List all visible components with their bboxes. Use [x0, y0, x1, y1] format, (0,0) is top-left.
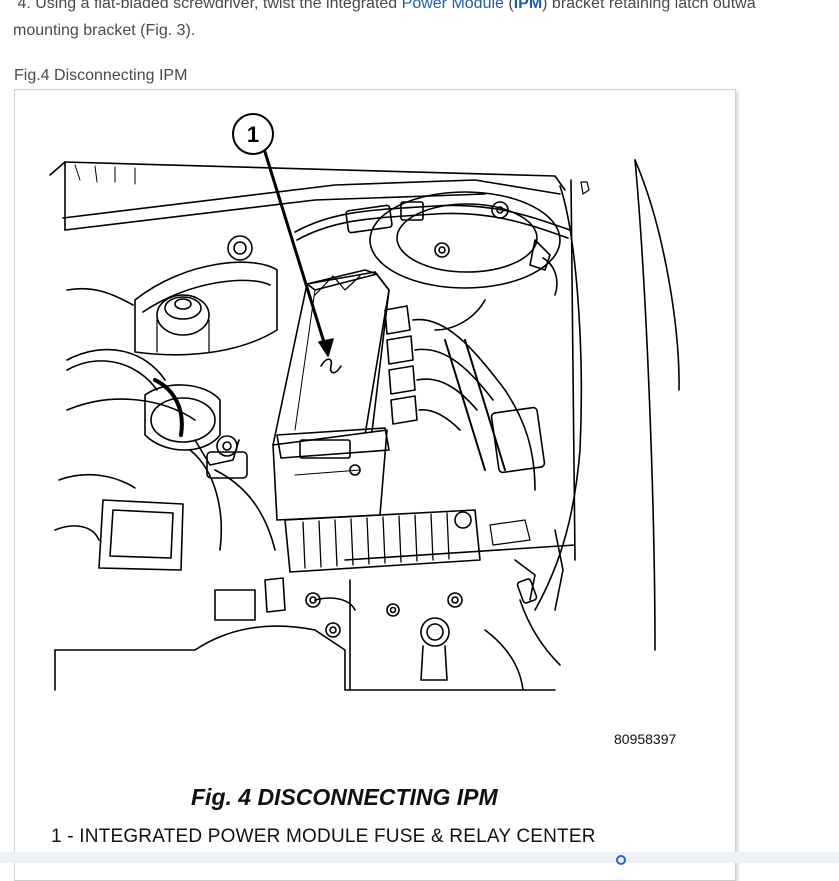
step-instruction: 4. Using a flat-bladed screwdriver, twis… [13, 0, 839, 44]
ipm-link[interactable]: IPM [513, 0, 543, 12]
callout-number: 1 [247, 122, 259, 147]
power-module-link[interactable]: Power Module [401, 0, 504, 12]
scroll-indicator-icon[interactable] [616, 855, 626, 865]
figure-caption: Fig.4 Disconnecting IPM [14, 67, 188, 84]
paren-open: ( [503, 0, 514, 12]
step-prefix: 4. Using a flat-bladed screwdriver, twis… [17, 0, 402, 12]
figure-legend: 1 - INTEGRATED POWER MODULE FUSE & RELAY… [51, 826, 596, 847]
paren-close: ) [542, 0, 548, 12]
figure-number: 80958397 [614, 731, 677, 747]
engine-bay-illustration: 1 [49, 113, 680, 691]
step-suffix: bracket retaining latch outwa [547, 0, 756, 12]
figure-frame: 1 80958397 Fig. 4 DISCONNECTING IPM 1 - … [14, 89, 736, 881]
step-line-1: 4. Using a flat-bladed screwdriver, twis… [13, 0, 839, 17]
figure-title: Fig. 4 DISCONNECTING IPM [191, 784, 498, 810]
step-line-2: mounting bracket (Fig. 3). [13, 22, 196, 39]
bottom-strip [0, 852, 839, 863]
